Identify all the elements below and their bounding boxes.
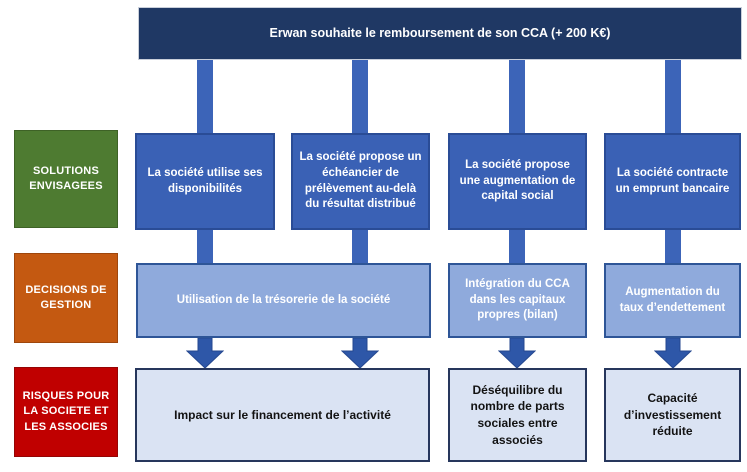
down-arrow-icon-2 <box>341 338 379 368</box>
down-arrow-icon-3 <box>498 338 536 368</box>
risk-box-3: Déséquilibre du nombre de parts sociales… <box>448 368 587 462</box>
connector-banner-solution-2 <box>352 60 368 133</box>
connector-banner-solution-1 <box>197 60 213 133</box>
connector-solution-decision-1 <box>197 230 213 263</box>
decision-box-1-2: Utilisation de la trésorerie de la socié… <box>136 263 431 338</box>
solution-box-2: La société propose un échéancier de prél… <box>291 133 430 230</box>
solution-box-3: La société propose une augmentation de c… <box>448 133 587 230</box>
risk-box-4: Capacité d’investissement réduite <box>604 368 741 462</box>
solution-box-4: La société contracte un emprunt bancaire <box>604 133 741 230</box>
down-arrow-icon-1 <box>186 338 224 368</box>
connector-solution-decision-3 <box>509 230 525 263</box>
row-label-risques: RISQUES POUR LA SOCIETE ET LES ASSOCIES <box>14 367 118 457</box>
connector-banner-solution-3 <box>509 60 525 133</box>
risk-box-1-2: Impact sur le financement de l’activité <box>135 368 430 462</box>
solution-box-1: La société utilise ses disponibilités <box>135 133 275 230</box>
row-label-decisions: DECISIONS DE GESTION <box>14 253 118 343</box>
row-label-solutions: SOLUTIONS ENVISAGEES <box>14 130 118 228</box>
connector-solution-decision-4 <box>665 230 681 263</box>
decision-box-3: Intégration du CCA dans les capitaux pro… <box>448 263 587 338</box>
banner-title: Erwan souhaite le remboursement de son C… <box>138 7 742 60</box>
connector-solution-decision-2 <box>352 230 368 263</box>
connector-banner-solution-4 <box>665 60 681 133</box>
down-arrow-icon-4 <box>654 338 692 368</box>
decision-box-4: Augmentation du taux d’endettement <box>604 263 741 338</box>
